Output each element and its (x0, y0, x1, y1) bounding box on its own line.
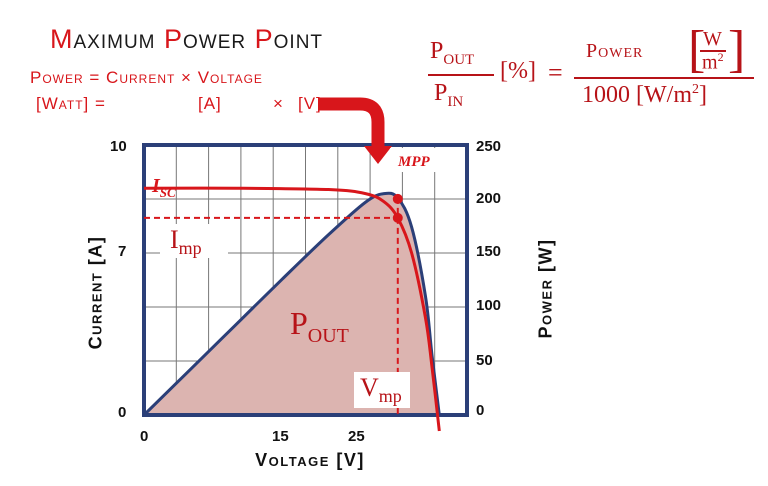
power-area-fill (144, 193, 440, 415)
formula-w-unit: W (703, 28, 722, 50)
imp-label: Imp (170, 225, 202, 258)
mpp-label: MPP (397, 154, 431, 170)
vmp-label: Vmp (360, 373, 402, 406)
unit-equation-text: [Watt] = [A] × [V] (36, 94, 321, 114)
current-curve (143, 186, 441, 432)
y-right-tick-200: 200 (476, 190, 502, 207)
mpp-arrow-head (364, 146, 392, 164)
formula-numerator-pout: POUT (430, 38, 475, 68)
vmp-label-bg (354, 372, 410, 408)
x-tick-0: 0 (140, 428, 149, 445)
y-right-tick-250: 250 (476, 138, 502, 155)
y-left-tick-7: 7 (118, 243, 127, 260)
x-tick-25: 25 (348, 428, 365, 445)
fraction-bar-small (700, 50, 726, 52)
y-right-tick-150: 150 (476, 243, 502, 260)
imp-point (392, 212, 403, 223)
amp-unit: [A] (198, 94, 222, 113)
power-equation-text: Power = Current × Voltage (30, 68, 263, 87)
y-left-tick-0: 0 (118, 404, 127, 421)
mpp-arrow-shaft (318, 97, 385, 148)
chart-frame (142, 143, 469, 417)
page-title: Maximum Power Point (50, 24, 324, 54)
volt-unit: [V] (298, 94, 322, 113)
efficiency-formula: POUT PIN [%] = Power [ W m2 ] 1000 [W/m2… (420, 24, 760, 120)
y-right-tick-0: 0 (476, 402, 485, 419)
percent-unit: [%] (500, 58, 536, 84)
y-right-tick-100: 100 (476, 297, 502, 314)
formula-m2-unit: m2 (702, 50, 724, 74)
watt-unit: [Watt] = (36, 94, 106, 113)
fraction-bar-right (574, 77, 754, 79)
formula-denominator-pin: PIN (434, 80, 464, 110)
y-left-tick-10: 10 (110, 138, 127, 155)
mpp-point (392, 193, 403, 204)
power-word: Power (586, 40, 644, 62)
isc-label: ISC (151, 175, 176, 200)
mpp-label-bg (390, 148, 450, 172)
times-sign: × (273, 94, 284, 113)
bracket-open: [ (688, 21, 706, 78)
equals-sign: = (548, 58, 563, 87)
imp-label-bg (160, 224, 228, 258)
formula-denominator: 1000 [W/m2] (582, 82, 707, 108)
fraction-bar-left (428, 74, 494, 76)
bracket-close: ] (728, 21, 746, 78)
y-right-tick-50: 50 (476, 352, 493, 369)
x-axis-title: Voltage [V] (255, 450, 365, 470)
pout-label: POUT (290, 305, 349, 347)
x-tick-15: 15 (272, 428, 289, 445)
